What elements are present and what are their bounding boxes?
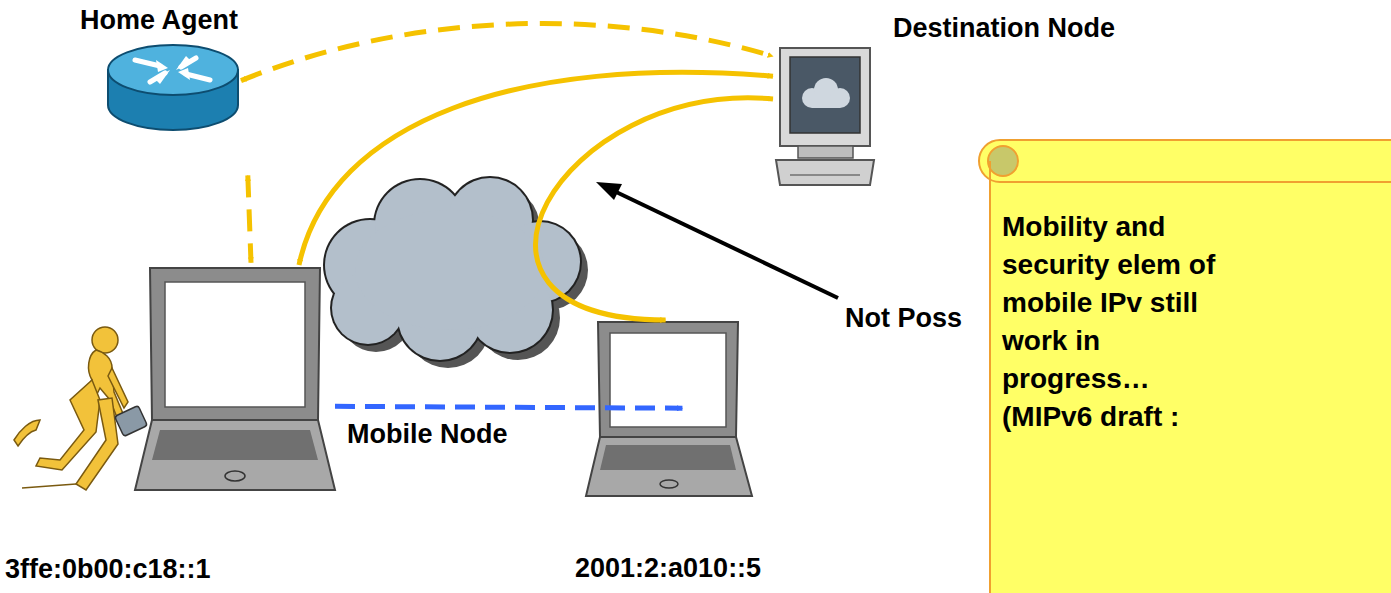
callout-text: Mobility and security elem of mobile IPv… [1002,208,1234,436]
router-icon [108,45,238,130]
connector-arrow [535,98,773,320]
annotation-label: Not Poss [845,303,962,334]
leader-arrow [596,182,838,298]
callout-node: Mobility and security elem of mobile IPv… [990,140,1391,593]
laptop-node: Mobile Node3ffe:0b00:c18::1 [135,265,335,493]
computer-node: Destination Node [773,45,877,187]
connector-arrow [335,406,682,408]
node-label: 2001:2:a010::5 [575,552,761,584]
callout-scroll [979,140,1391,593]
connector-arrow [241,23,773,80]
connector-arrow [299,72,773,265]
node-label: Destination Node [893,12,1115,44]
network-cloud [323,176,588,368]
node-label: Mobile Node [347,418,508,450]
briefcase-icon [115,406,148,437]
laptop-node: 2001:2:a010::5 [585,320,753,500]
connector-arrow [248,175,251,262]
node-label: Home Agent [80,4,238,36]
laptop-icon [135,268,335,490]
laptop-icon [586,322,752,496]
node-label: 3ffe:0b00:c18::1 [5,553,211,585]
router-node: Home Agent [105,42,241,134]
traveller-figure [14,327,128,490]
computer-icon [776,48,874,185]
